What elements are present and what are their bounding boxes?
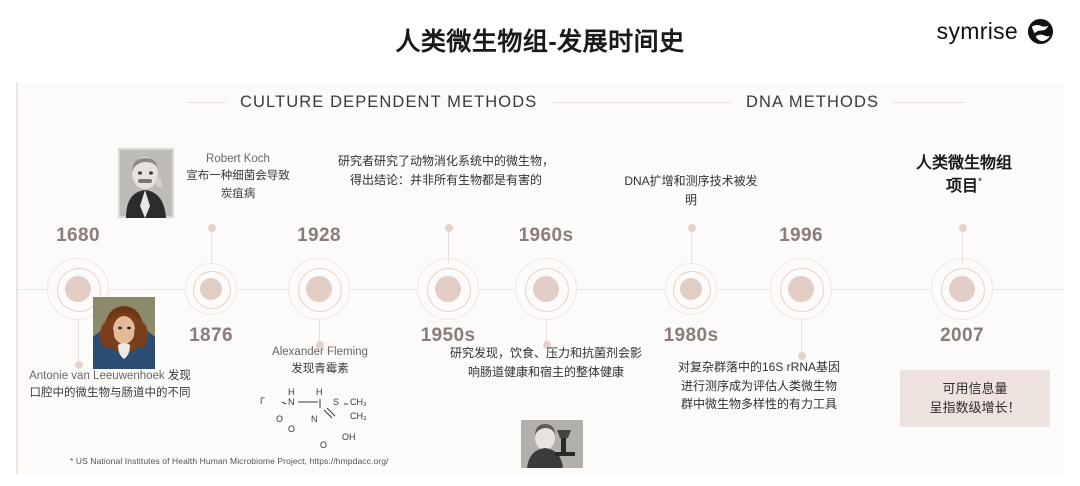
- node-marker-icon: [665, 263, 717, 315]
- dna-line1: DNA扩增和测序技术被发: [624, 174, 758, 188]
- caption-alexander-fleming: Alexander Fleming 发现青霉素: [258, 344, 382, 379]
- hmp-project-title: 人类微生物组 项目*: [892, 152, 1036, 198]
- section-header-culture: CULTURE DEPENDENT METHODS: [186, 93, 626, 112]
- stem-dot: [315, 341, 324, 349]
- caption-leeuwenhoek: Antonie van Leeuwenhoek 发现 口腔中的微生物与肠道中的不…: [10, 368, 210, 403]
- stem-1876: [207, 224, 216, 264]
- highlight-callout: 可用信息量 呈指数级增长！: [900, 370, 1050, 427]
- node-marker-icon: [931, 258, 993, 320]
- symrise-logo: symrise: [937, 18, 1054, 45]
- gut-health-line1: 研究发现，饮食、压力和抗菌剂会影: [449, 346, 642, 360]
- section-label: CULTURE DEPENDENT METHODS: [240, 93, 538, 111]
- stem-dot: [74, 361, 83, 369]
- robert-koch-portrait: [118, 148, 174, 218]
- hmp-line1: 人类微生物组: [915, 155, 1012, 172]
- node-marker-icon: [770, 258, 832, 320]
- rrna-line2: 进行测序成为评估人类微生物: [680, 378, 837, 393]
- hmp-line2: 项目: [946, 178, 979, 196]
- stem-1680: [74, 320, 83, 369]
- caption-dna-sequencing: DNA扩增和测序技术被发 明: [605, 172, 777, 209]
- brand-wordmark: symrise: [936, 18, 1018, 44]
- gut-health-line2: 响肠道健康和宿主的整体健康: [467, 364, 624, 379]
- koch-name: Robert Koch: [206, 153, 270, 165]
- leeuwenhoek-line2: 口腔中的微生物与肠道中的不同: [29, 387, 191, 400]
- stem-dot: [797, 352, 806, 360]
- svg-text:H: H: [316, 387, 323, 397]
- callout-line1: 可用信息量: [942, 380, 1008, 396]
- caption-robert-koch: Robert Koch 宣布一种细菌会导致 炭疽病: [178, 151, 298, 203]
- leeuwenhoek-text: 发现: [167, 370, 191, 382]
- stem-dot: [687, 224, 696, 232]
- svg-text:CH₃: CH₃: [350, 411, 367, 421]
- svg-text:H: H: [288, 387, 295, 397]
- section-label: DNA METHODS: [746, 93, 880, 111]
- svg-text:N: N: [311, 414, 318, 424]
- stem-dot: [207, 224, 216, 232]
- penicillin-structure-icon: Γ H N H S CH₃ CH₃ O O N OH O: [258, 382, 374, 454]
- rule-left: [186, 102, 226, 103]
- stem-1928: [315, 320, 324, 349]
- node-marker-icon: [515, 258, 577, 320]
- footnote: * US National Institutes of Health Human…: [70, 456, 389, 466]
- svg-text:O: O: [320, 440, 327, 450]
- svg-text:N: N: [288, 397, 295, 407]
- stem-dot: [444, 224, 453, 232]
- node-year: 1996: [779, 225, 823, 246]
- svg-text:Γ: Γ: [260, 396, 265, 406]
- svg-text:O: O: [276, 414, 283, 424]
- section-header-dna: DNA METHODS: [582, 93, 966, 112]
- node-year: 1980s: [663, 325, 719, 346]
- node-marker-icon: [185, 263, 237, 315]
- koch-line2: 炭疽病: [220, 187, 256, 200]
- globe-icon: [1027, 18, 1054, 45]
- caption-gut-health: 研究发现，饮食、压力和抗菌剂会影 响肠道健康和宿主的整体健康: [440, 344, 652, 381]
- node-year: 2007: [940, 325, 984, 346]
- hmp-asterisk: *: [978, 176, 982, 188]
- node-year: 1876: [189, 325, 233, 346]
- node-year: 1950s: [420, 325, 476, 346]
- stem-1996: [797, 320, 806, 360]
- callout-line2: 呈指数级增长！: [929, 399, 1021, 415]
- scientist-microscope-photo: [521, 420, 583, 468]
- node-marker-icon: [288, 258, 350, 320]
- svg-text:CH₃: CH₃: [350, 397, 367, 407]
- caption-animal-digestion: 研究者研究了动物消化系统中的微生物， 得出结论：并非所有生物都是有害的: [330, 152, 562, 189]
- fleming-name: Alexander Fleming: [272, 346, 368, 358]
- svg-text:OH: OH: [342, 432, 356, 442]
- svg-text:O: O: [288, 424, 295, 434]
- node-marker-icon: [417, 258, 479, 320]
- rule-right: [893, 102, 966, 103]
- leeuwenhoek-name: Antonie van Leeuwenhoek: [29, 370, 165, 382]
- node-year: 1680: [56, 225, 100, 246]
- stem-2007: [958, 224, 967, 264]
- stem-1950s: [444, 224, 453, 264]
- svg-text:S: S: [333, 397, 339, 407]
- stem-dot: [958, 224, 967, 232]
- animal-digestion-line2: 得出结论：并非所有生物都是有害的: [349, 172, 542, 187]
- stem-dot: [542, 341, 551, 349]
- rule-left: [582, 102, 732, 103]
- koch-line1: 宣布一种细菌会导致: [186, 170, 290, 183]
- fleming-line1: 发现青霉素: [291, 363, 349, 376]
- rrna-line1: 对复杂群落中的16S rRNA基因: [677, 360, 841, 374]
- page-title: 人类微生物组-发展时间史: [395, 28, 685, 56]
- caption-16s-rrna: 对复杂群落中的16S rRNA基因 进行测序成为评估人类微生物 群中微生物多样性…: [640, 358, 878, 414]
- rrna-line3: 群中微生物多样性的有力工具: [680, 397, 837, 412]
- leeuwenhoek-portrait: [93, 297, 155, 369]
- node-year: 1960s: [518, 225, 574, 246]
- stem-1980s: [687, 224, 696, 264]
- stem-1960s: [542, 320, 551, 349]
- animal-digestion-line1: 研究者研究了动物消化系统中的微生物，: [337, 154, 554, 168]
- node-year: 1928: [297, 225, 341, 246]
- dna-line2: 明: [684, 192, 697, 207]
